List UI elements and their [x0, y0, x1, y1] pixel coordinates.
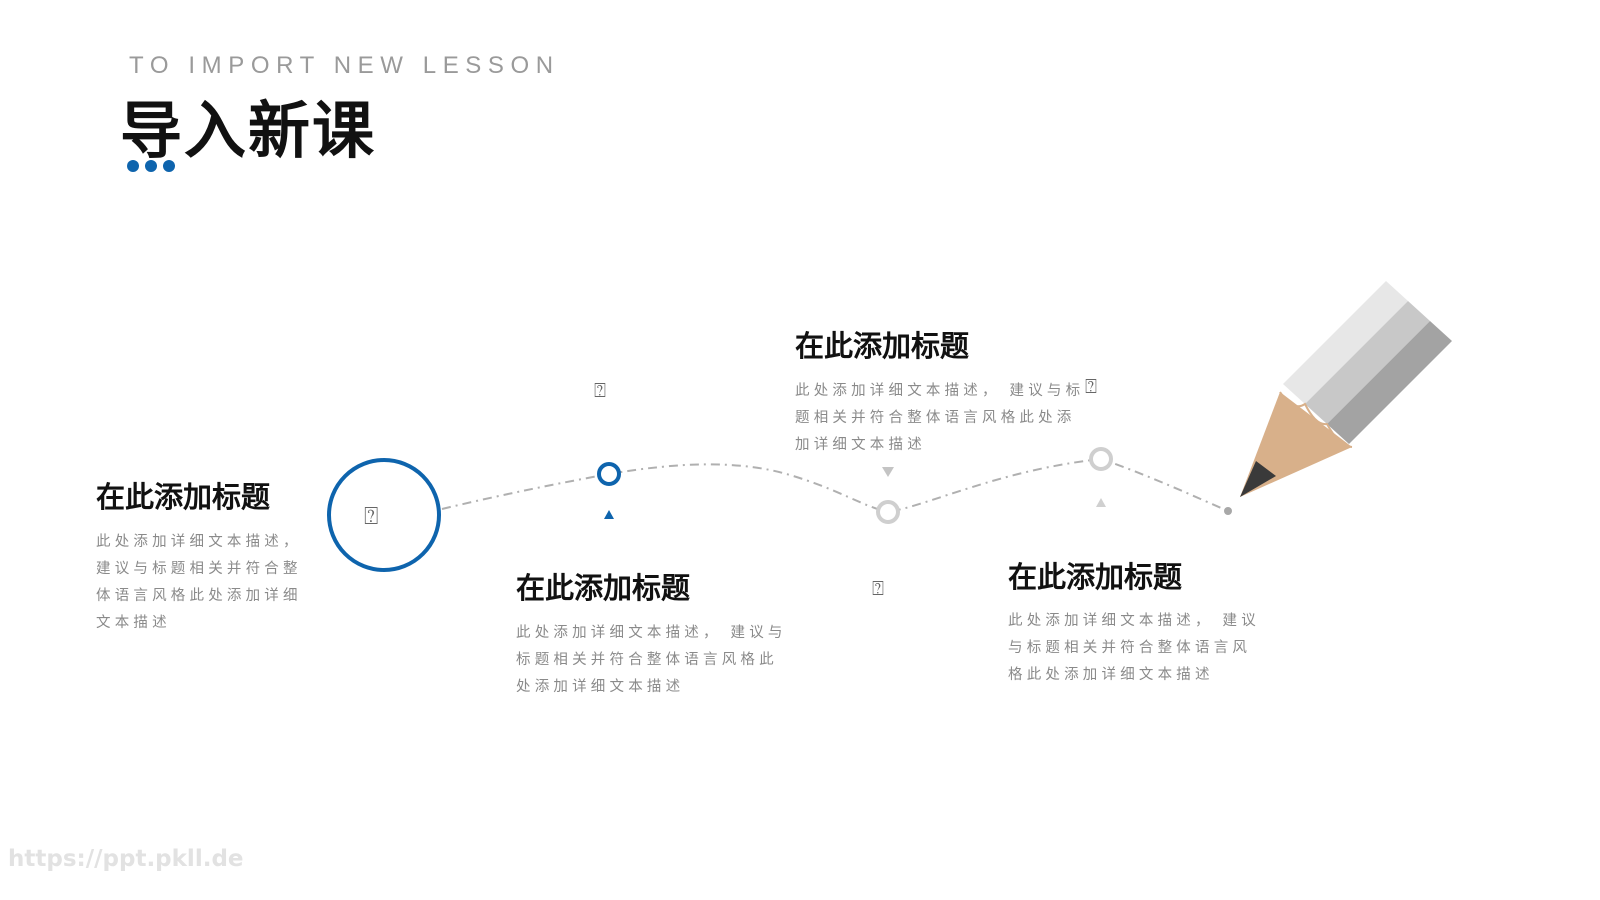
pointer-down-triangle-gray [882, 467, 894, 477]
timeline-end-dot [1224, 507, 1232, 515]
timeline-node-4-ring [1089, 447, 1113, 471]
description-line: 建议与标题相关并符合整 [96, 561, 302, 577]
item-1-description: 此处添加详细文本描述， 建议与标题相关并符合整 体语言风格此处添加详细 文本描述 [96, 529, 326, 637]
pencil-wood-scallop [1279, 391, 1353, 448]
title-dots-decoration [127, 160, 175, 172]
placeholder-icon: ⍰ [872, 576, 884, 600]
item-4-title: 在此添加标题 [1008, 560, 1183, 594]
decoration-dot [145, 160, 157, 172]
item-3-title: 在此添加标题 [795, 329, 970, 363]
pencil-graphite-tip [1240, 461, 1276, 497]
item-1-title: 在此添加标题 [96, 480, 271, 514]
decoration-dot [127, 160, 139, 172]
pencil-body-mid [1305, 301, 1430, 424]
description-line: 处添加详细文本描述 [516, 679, 685, 695]
item-4-description: 此处添加详细文本描述， 建议 与标题相关并符合整体语言风 格此处添加详细文本描述 [1008, 608, 1278, 689]
description-line: 文本描述 [96, 615, 171, 631]
pencil-body-dark [1327, 321, 1452, 444]
timeline-dashed-path [441, 457, 1229, 514]
timeline-node-3-ring [876, 500, 900, 524]
description-line: 加详细文本描述 [795, 437, 926, 453]
placeholder-icon: ⍰ [364, 502, 379, 530]
watermark-url: https://ppt.pkll.de [8, 846, 244, 872]
description-line: 题相关并符合整体语言风格此处添 [795, 410, 1076, 426]
description-line: 此处添加详细文本描述， 建议 [1008, 613, 1260, 629]
description-line: 体语言风格此处添加详细 [96, 588, 302, 604]
page-subtitle: TO IMPORT NEW LESSON [129, 52, 560, 79]
page-title: 导入新课 [120, 94, 377, 167]
pencil-illustration [1240, 281, 1452, 497]
item-3-description: 此处添加详细文本描述， 建议与标 题相关并符合整体语言风格此处添 加详细文本描述 [795, 378, 1095, 459]
description-line: 标题相关并符合整体语言风格此 [516, 652, 778, 668]
pencil-body-light [1283, 281, 1408, 404]
pointer-up-triangle-gray [1096, 498, 1106, 507]
description-line: 与标题相关并符合整体语言风 [1008, 640, 1252, 656]
item-2-title: 在此添加标题 [516, 571, 691, 605]
description-line: 此处添加详细文本描述， 建议与标 [795, 383, 1085, 399]
description-line: 格此处添加详细文本描述 [1008, 667, 1214, 683]
timeline-node-2-ring [597, 462, 621, 486]
description-line: 此处添加详细文本描述， [96, 534, 302, 550]
decoration-dot [163, 160, 175, 172]
placeholder-icon: ⍰ [1085, 374, 1097, 398]
item-2-description: 此处添加详细文本描述， 建议与 标题相关并符合整体语言风格此 处添加详细文本描述 [516, 620, 806, 701]
placeholder-icon: ⍰ [594, 378, 606, 402]
description-line: 此处添加详细文本描述， 建议与 [516, 625, 787, 641]
timeline-node-1-ring [327, 458, 441, 572]
pointer-up-triangle-blue [604, 510, 614, 519]
